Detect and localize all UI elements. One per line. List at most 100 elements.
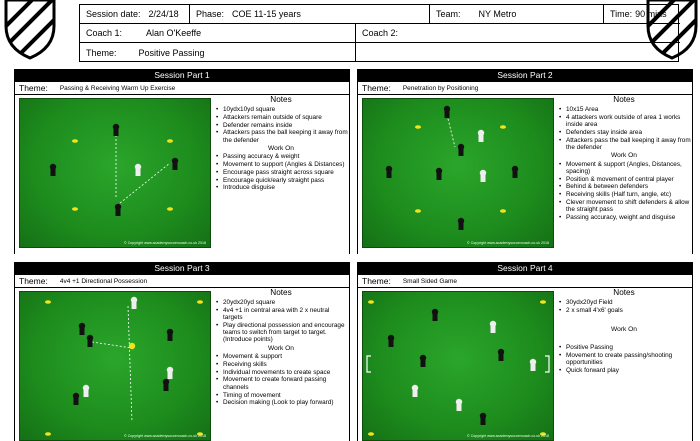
phase-value: COE 11-15 years — [232, 9, 301, 19]
note-item: Movement & support (Angles, Distances, s… — [559, 161, 691, 176]
player-icon — [78, 322, 86, 330]
copyright-text: © Copyright www.academysoccercoach.co.uk… — [467, 434, 549, 438]
player-icon — [431, 308, 439, 316]
session-part-3-theme: 4v4 +1 Directional Possession — [59, 277, 148, 285]
team-label: Team: — [436, 9, 461, 19]
player-icon — [512, 171, 518, 178]
session-date-value: 2/24/18 — [148, 9, 179, 19]
player-icon — [436, 173, 442, 180]
player-icon — [490, 326, 496, 333]
player-icon — [530, 364, 536, 371]
player-icon — [166, 366, 174, 374]
header-theme-cell: Theme: Positive Passing — [80, 43, 356, 62]
drill-diagram-svg — [366, 300, 550, 436]
header-theme-label: Theme: — [86, 47, 117, 58]
cone-icon — [167, 207, 173, 211]
player-icon — [86, 334, 94, 342]
player-icon — [112, 123, 120, 131]
session-header-table: Session date: 2/24/18 Phase: COE 11-15 y… — [79, 4, 680, 62]
note-item: Attackers pass the ball keeping it away … — [559, 137, 691, 152]
player-icon — [73, 398, 79, 405]
note-item: Clever movement to shift defenders & all… — [559, 199, 691, 214]
session-part-1-theme-row: Theme: Passing & Receiving Warm Up Exerc… — [15, 82, 349, 95]
player-icon — [444, 111, 450, 118]
pass-arrows — [91, 305, 133, 423]
player-icon — [166, 328, 174, 336]
coach1-cell: Coach 1: Alan O'Keeffe — [80, 24, 356, 43]
work-on-label: Work On — [268, 344, 294, 352]
cone-icon — [197, 432, 203, 436]
player-icon — [171, 157, 179, 165]
note-item: Behind & between defenders — [559, 183, 691, 191]
session-part-4-theme-row: Theme: Small Sided Game — [358, 275, 692, 288]
notes-title: Notes — [613, 288, 635, 297]
note-item: Encourage pass straight across square — [216, 169, 348, 177]
player-icon — [419, 354, 427, 362]
player-icon — [478, 135, 484, 142]
session-part-2-notes: Notes 10x15 Area 4 attackers work outsid… — [557, 95, 691, 253]
note-item: Introduce disguise — [216, 184, 348, 192]
cone-icon — [540, 432, 546, 436]
team-b-players — [411, 320, 537, 411]
session-part-2-theme: Penetration by Positioning — [402, 84, 479, 92]
cone-icon — [167, 139, 173, 143]
time-cell: Time: 90 mins — [604, 5, 680, 24]
player-icon — [50, 169, 56, 176]
note-item: Receiving skills (Half turn, angle, etc) — [559, 191, 691, 199]
player-icon — [443, 105, 451, 113]
session-part-4-panel: Session Part 4 Theme: Small Sided Game — [357, 262, 693, 441]
note-item: Play directional possession and encourag… — [216, 322, 348, 344]
player-icon — [113, 129, 119, 136]
player-icon — [167, 334, 173, 341]
pass-arrows — [446, 114, 456, 148]
pass-arrows — [115, 135, 171, 204]
club-crest-left-icon — [4, 0, 56, 60]
drill-diagram-pitch: © Copyright www.academysoccercoach.co.uk… — [19, 98, 211, 248]
cone-icon — [415, 209, 421, 213]
player-icon — [162, 378, 170, 386]
note-item: Decision making (Look to play forward) — [216, 399, 348, 407]
coach2-label: Coach 2: — [362, 28, 399, 38]
drill-diagram-svg — [385, 105, 519, 230]
cone-icon — [45, 432, 51, 436]
notes-title: Notes — [270, 288, 292, 297]
note-item: Position & movement of central player — [559, 176, 691, 184]
player-icon — [49, 163, 57, 171]
note-item: Quick forward play — [559, 367, 691, 375]
note-item: Defender remains inside — [216, 122, 348, 130]
cone-icon — [45, 300, 51, 304]
player-icon — [83, 390, 89, 397]
session-part-4-theme: Small Sided Game — [402, 277, 458, 285]
player-icon — [435, 167, 443, 175]
neutral-player-icon — [128, 342, 136, 350]
session-part-1-theme: Passing & Receiving Warm Up Exercise — [59, 84, 176, 92]
player-icon — [477, 129, 485, 137]
note-item: Movement & support — [216, 353, 348, 361]
note-item: Individual movements to create space — [216, 369, 348, 377]
session-date-cell: Session date: 2/24/18 — [80, 5, 190, 24]
cone-icon — [415, 125, 421, 129]
player-icon — [385, 165, 393, 173]
goal-left-icon — [366, 355, 371, 373]
work-on-label: Work On — [268, 144, 294, 152]
pass-arrow-icon — [446, 114, 456, 148]
player-icon — [458, 223, 464, 230]
player-icon — [134, 163, 142, 171]
player-icon — [131, 302, 137, 309]
coach1-value: Alan O'Keeffe — [146, 28, 202, 38]
note-item: Movement to support (Angles & Distances) — [216, 161, 348, 169]
player-icon — [420, 360, 426, 367]
theme-label: Theme: — [362, 83, 391, 93]
session-part-2-panel: Session Part 2 Theme: Penetration by Pos… — [357, 69, 693, 254]
note-item: 2 x small 4'x6' goals — [559, 307, 691, 315]
player-icon — [457, 217, 465, 225]
session-part-2-title: Session Part 2 — [358, 69, 692, 82]
player-icon — [387, 334, 395, 342]
player-icon — [115, 209, 121, 216]
cone-icon — [72, 139, 78, 143]
cone-markers — [72, 139, 173, 211]
note-item: Receiving skills — [216, 361, 348, 369]
player-icon — [497, 348, 505, 356]
pass-arrow-icon — [91, 341, 133, 349]
player-icon — [489, 320, 497, 328]
